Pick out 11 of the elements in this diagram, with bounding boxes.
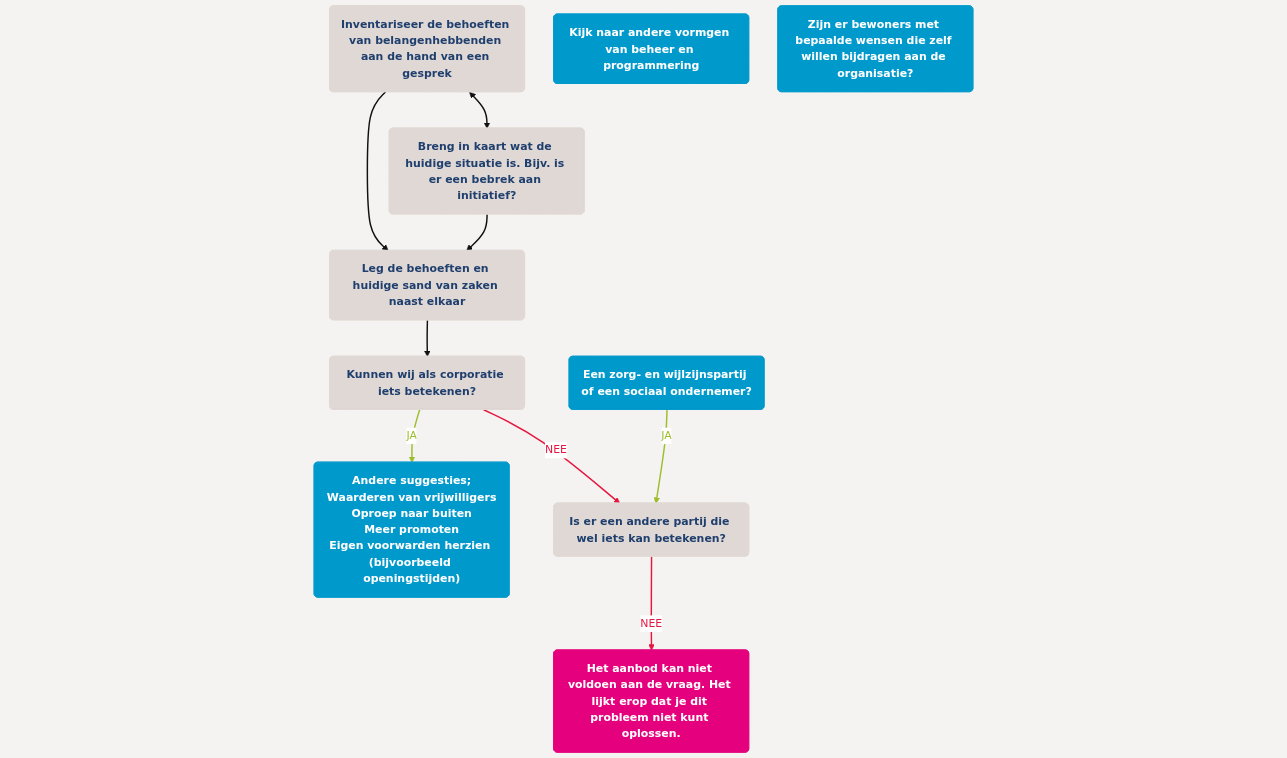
edge-label: JA (661, 429, 672, 443)
edge-label: NEE (640, 616, 663, 630)
arrow (424, 319, 431, 357)
arrow (469, 92, 491, 129)
arrow (653, 409, 668, 504)
arrow (648, 555, 655, 651)
arrow (482, 409, 621, 504)
arrow (366, 91, 389, 251)
edge-label: NEE (545, 443, 567, 457)
arrow (466, 213, 488, 251)
edge-label: JA (406, 429, 417, 443)
